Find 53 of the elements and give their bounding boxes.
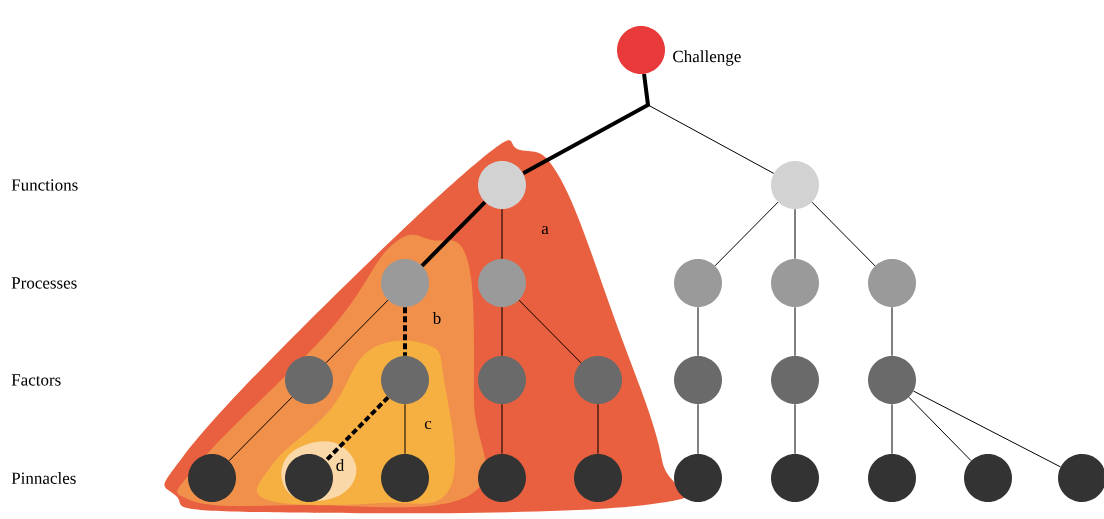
row-label: Factors — [11, 374, 61, 386]
connector-line — [908, 396, 972, 462]
connector-line — [794, 306, 796, 357]
circle-node — [964, 454, 1012, 502]
circle-node — [188, 454, 236, 502]
circle-node — [771, 356, 819, 404]
connector-line — [522, 73, 651, 176]
circle-node — [478, 454, 526, 502]
connector-line — [501, 306, 503, 357]
row-label: Pinnacles — [11, 472, 76, 484]
connector-line — [714, 201, 779, 267]
circle-node — [674, 356, 722, 404]
circle-node — [285, 454, 333, 502]
connector-line — [403, 307, 407, 356]
connector-line — [891, 306, 893, 357]
connector-line — [325, 299, 389, 364]
circle-node — [868, 356, 916, 404]
connector-line — [891, 403, 893, 455]
circle-node — [868, 259, 916, 307]
circle-node — [381, 454, 429, 502]
circle-node — [771, 454, 819, 502]
circle-node — [674, 259, 722, 307]
row-label: Processes — [11, 277, 77, 289]
connector-line — [697, 403, 699, 455]
connector-line — [811, 201, 876, 267]
circle-node — [574, 356, 622, 404]
circle-node — [674, 454, 722, 502]
connector-line — [501, 403, 503, 455]
connector-line — [794, 208, 796, 260]
circle-node — [617, 26, 665, 74]
circle-node — [771, 259, 819, 307]
circle-node — [478, 259, 526, 307]
connector-line — [404, 403, 406, 455]
connector-line — [697, 306, 699, 357]
circle-node — [381, 356, 429, 404]
connector-line — [597, 403, 599, 455]
row-label: Functions — [11, 179, 78, 191]
circle-node — [285, 356, 333, 404]
connector-line — [420, 200, 487, 268]
circle-node — [574, 454, 622, 502]
connector-line — [501, 208, 503, 260]
circle-node — [381, 259, 429, 307]
circle-node — [478, 161, 526, 209]
circle-node — [478, 356, 526, 404]
connector-line — [643, 73, 775, 174]
circle-node — [771, 161, 819, 209]
connector-line — [518, 299, 582, 364]
connector-line — [794, 403, 796, 455]
connector-line — [913, 390, 1061, 468]
connector-line — [228, 396, 293, 462]
connector-line — [324, 395, 390, 463]
node-caption: Challenge — [673, 50, 741, 66]
circle-node — [868, 454, 916, 502]
